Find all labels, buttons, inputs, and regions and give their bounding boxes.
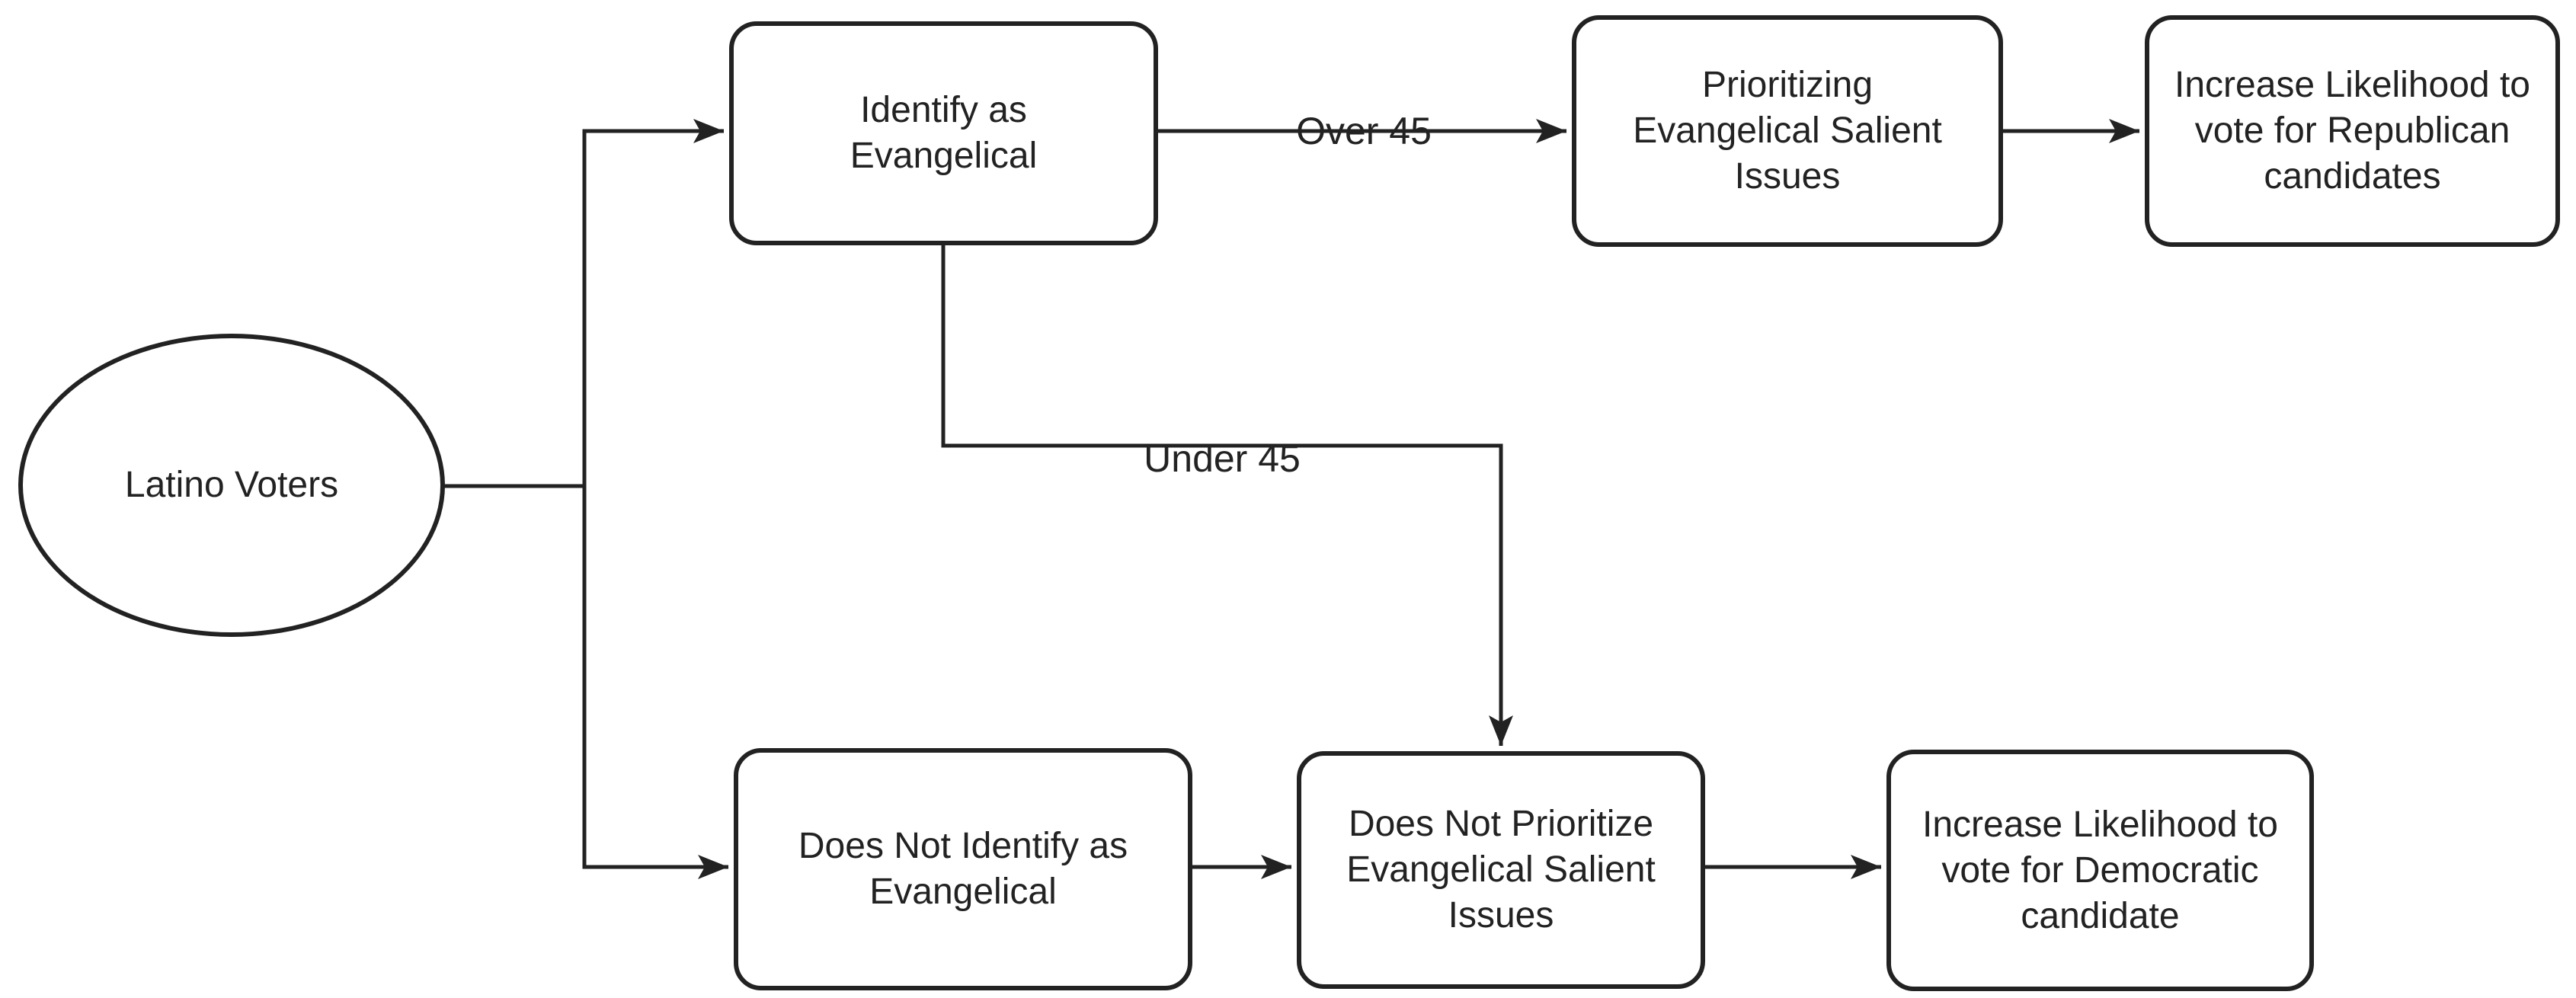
node-increase-likelihood-democratic-label: Increase Likelihood to vote for Democrat…	[1922, 804, 2278, 936]
edge-label-under-45: Under 45	[1144, 437, 1301, 480]
edge-branch-to-not-identify	[582, 486, 728, 879]
node-does-not-prioritize-evangelical-salient-issues[interactable]: Does Not Prioritize Evangelical Salient …	[1297, 751, 1705, 989]
node-prioritizing-evangelical-salient-issues-label: Prioritizing Evangelical Salient Issues	[1633, 65, 1942, 197]
node-prioritizing-evangelical-salient-issues[interactable]: Prioritizing Evangelical Salient Issues	[1572, 15, 2003, 247]
node-increase-likelihood-democratic[interactable]: Increase Likelihood to vote for Democrat…	[1886, 750, 2314, 991]
node-latino-voters-label: Latino Voters	[124, 465, 339, 505]
node-does-not-prioritize-evangelical-salient-issues-label: Does Not Prioritize Evangelical Salient …	[1346, 804, 1656, 936]
node-identify-as-evangelical-label: Identify as Evangelical	[850, 90, 1038, 176]
node-increase-likelihood-republican[interactable]: Increase Likelihood to vote for Republic…	[2145, 15, 2560, 247]
node-identify-as-evangelical[interactable]: Identify as Evangelical	[729, 21, 1158, 245]
node-does-not-identify-as-evangelical[interactable]: Does Not Identify as Evangelical	[734, 748, 1192, 990]
edge-branch-to-identify-evangelical	[582, 119, 724, 486]
node-increase-likelihood-republican-label: Increase Likelihood to vote for Republic…	[2174, 65, 2530, 197]
node-latino-voters[interactable]: Latino Voters	[18, 334, 445, 637]
node-does-not-identify-as-evangelical-label: Does Not Identify as Evangelical	[798, 826, 1128, 912]
edge-label-over-45: Over 45	[1296, 110, 1432, 152]
edge-under-45	[941, 245, 1513, 746]
